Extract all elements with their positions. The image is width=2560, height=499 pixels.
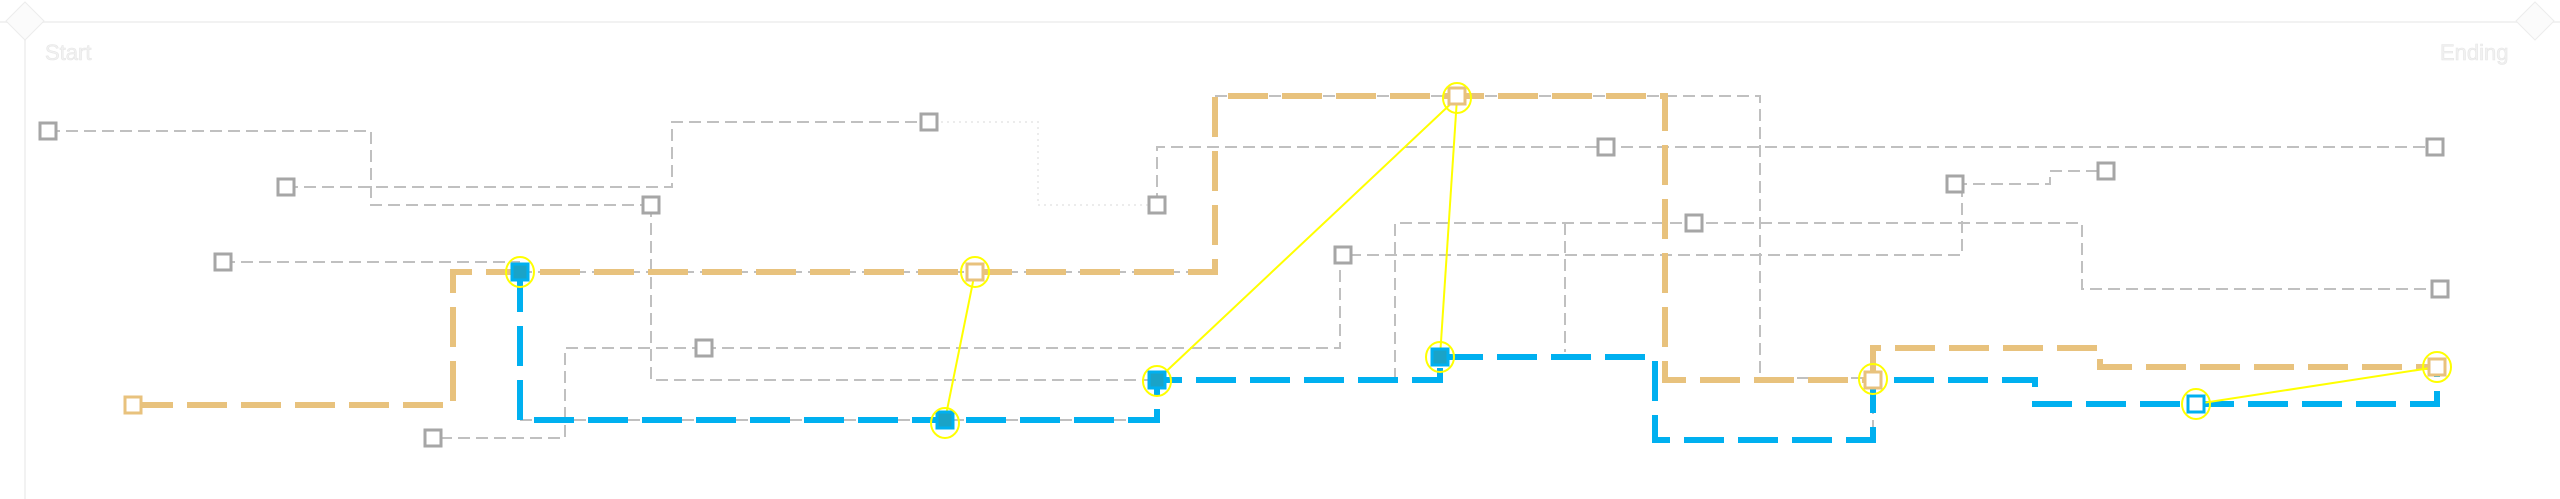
node-square-icon <box>694 338 714 358</box>
connector-line <box>1955 170 2106 185</box>
start-label: Start <box>45 40 92 66</box>
highlight-link <box>2195 366 2438 405</box>
connector-line <box>286 121 929 188</box>
highlight-circle-icon <box>505 256 535 288</box>
highlight-circle-icon <box>960 256 990 288</box>
node-square-icon <box>276 177 296 197</box>
highlight-circle-icon <box>2181 388 2211 420</box>
highlight-link <box>944 271 976 421</box>
faint-connector-line <box>929 121 1157 206</box>
connector-line <box>1606 183 1963 256</box>
node-square-icon <box>1147 195 1167 215</box>
highlight-circle-icon <box>2422 351 2452 383</box>
orange-node-icon <box>2427 357 2447 377</box>
orange-node-icon <box>965 262 985 282</box>
orange-route <box>133 93 1873 408</box>
node-square-icon <box>1333 245 1353 265</box>
highlight-link <box>1439 97 1458 358</box>
highlight-circle-icon <box>1858 363 1888 395</box>
highlight-link <box>1156 97 1458 381</box>
connector-line <box>1394 222 2440 380</box>
node-square-icon <box>38 121 58 141</box>
ending-diamond-icon <box>2515 1 2555 41</box>
orange-node-icon <box>1863 370 1883 390</box>
orange-node-icon <box>1447 86 1467 106</box>
node-square-icon <box>213 252 233 272</box>
node-square-icon <box>1945 174 1965 194</box>
highlight-circle-icon <box>1425 341 1455 373</box>
orange-route-branch <box>1870 345 2437 380</box>
connector-line <box>1156 146 2435 205</box>
node-square-icon <box>2096 161 2116 181</box>
node-square-icon <box>2430 279 2450 299</box>
node-square-icon <box>423 428 443 448</box>
blue-hollow-node-icon <box>2186 394 2206 414</box>
blue-filled-node-icon <box>1430 347 1450 367</box>
node-square-icon <box>2425 137 2445 157</box>
start-diamond-icon <box>5 1 45 41</box>
node-square-icon <box>919 112 939 132</box>
blue-filled-node-icon <box>510 262 530 282</box>
node-square-icon <box>1596 137 1616 157</box>
highlight-circle-icon <box>1442 82 1472 114</box>
blue-filled-node-icon <box>1147 370 1167 390</box>
connector-line <box>1215 95 1873 379</box>
blue-route <box>517 272 2440 443</box>
node-square-icon <box>1684 213 1704 233</box>
blue-filled-node-icon <box>935 410 955 430</box>
connector-line <box>433 347 704 439</box>
node-square-icon <box>641 195 661 215</box>
orange-node-icon <box>123 395 143 415</box>
connector-line <box>704 254 1606 349</box>
ending-label: Ending <box>2440 40 2509 66</box>
highlight-circle-icon <box>1142 365 1172 397</box>
connector-line <box>650 205 1157 381</box>
highlight-circle-icon <box>930 407 960 439</box>
connector-line <box>48 130 651 206</box>
